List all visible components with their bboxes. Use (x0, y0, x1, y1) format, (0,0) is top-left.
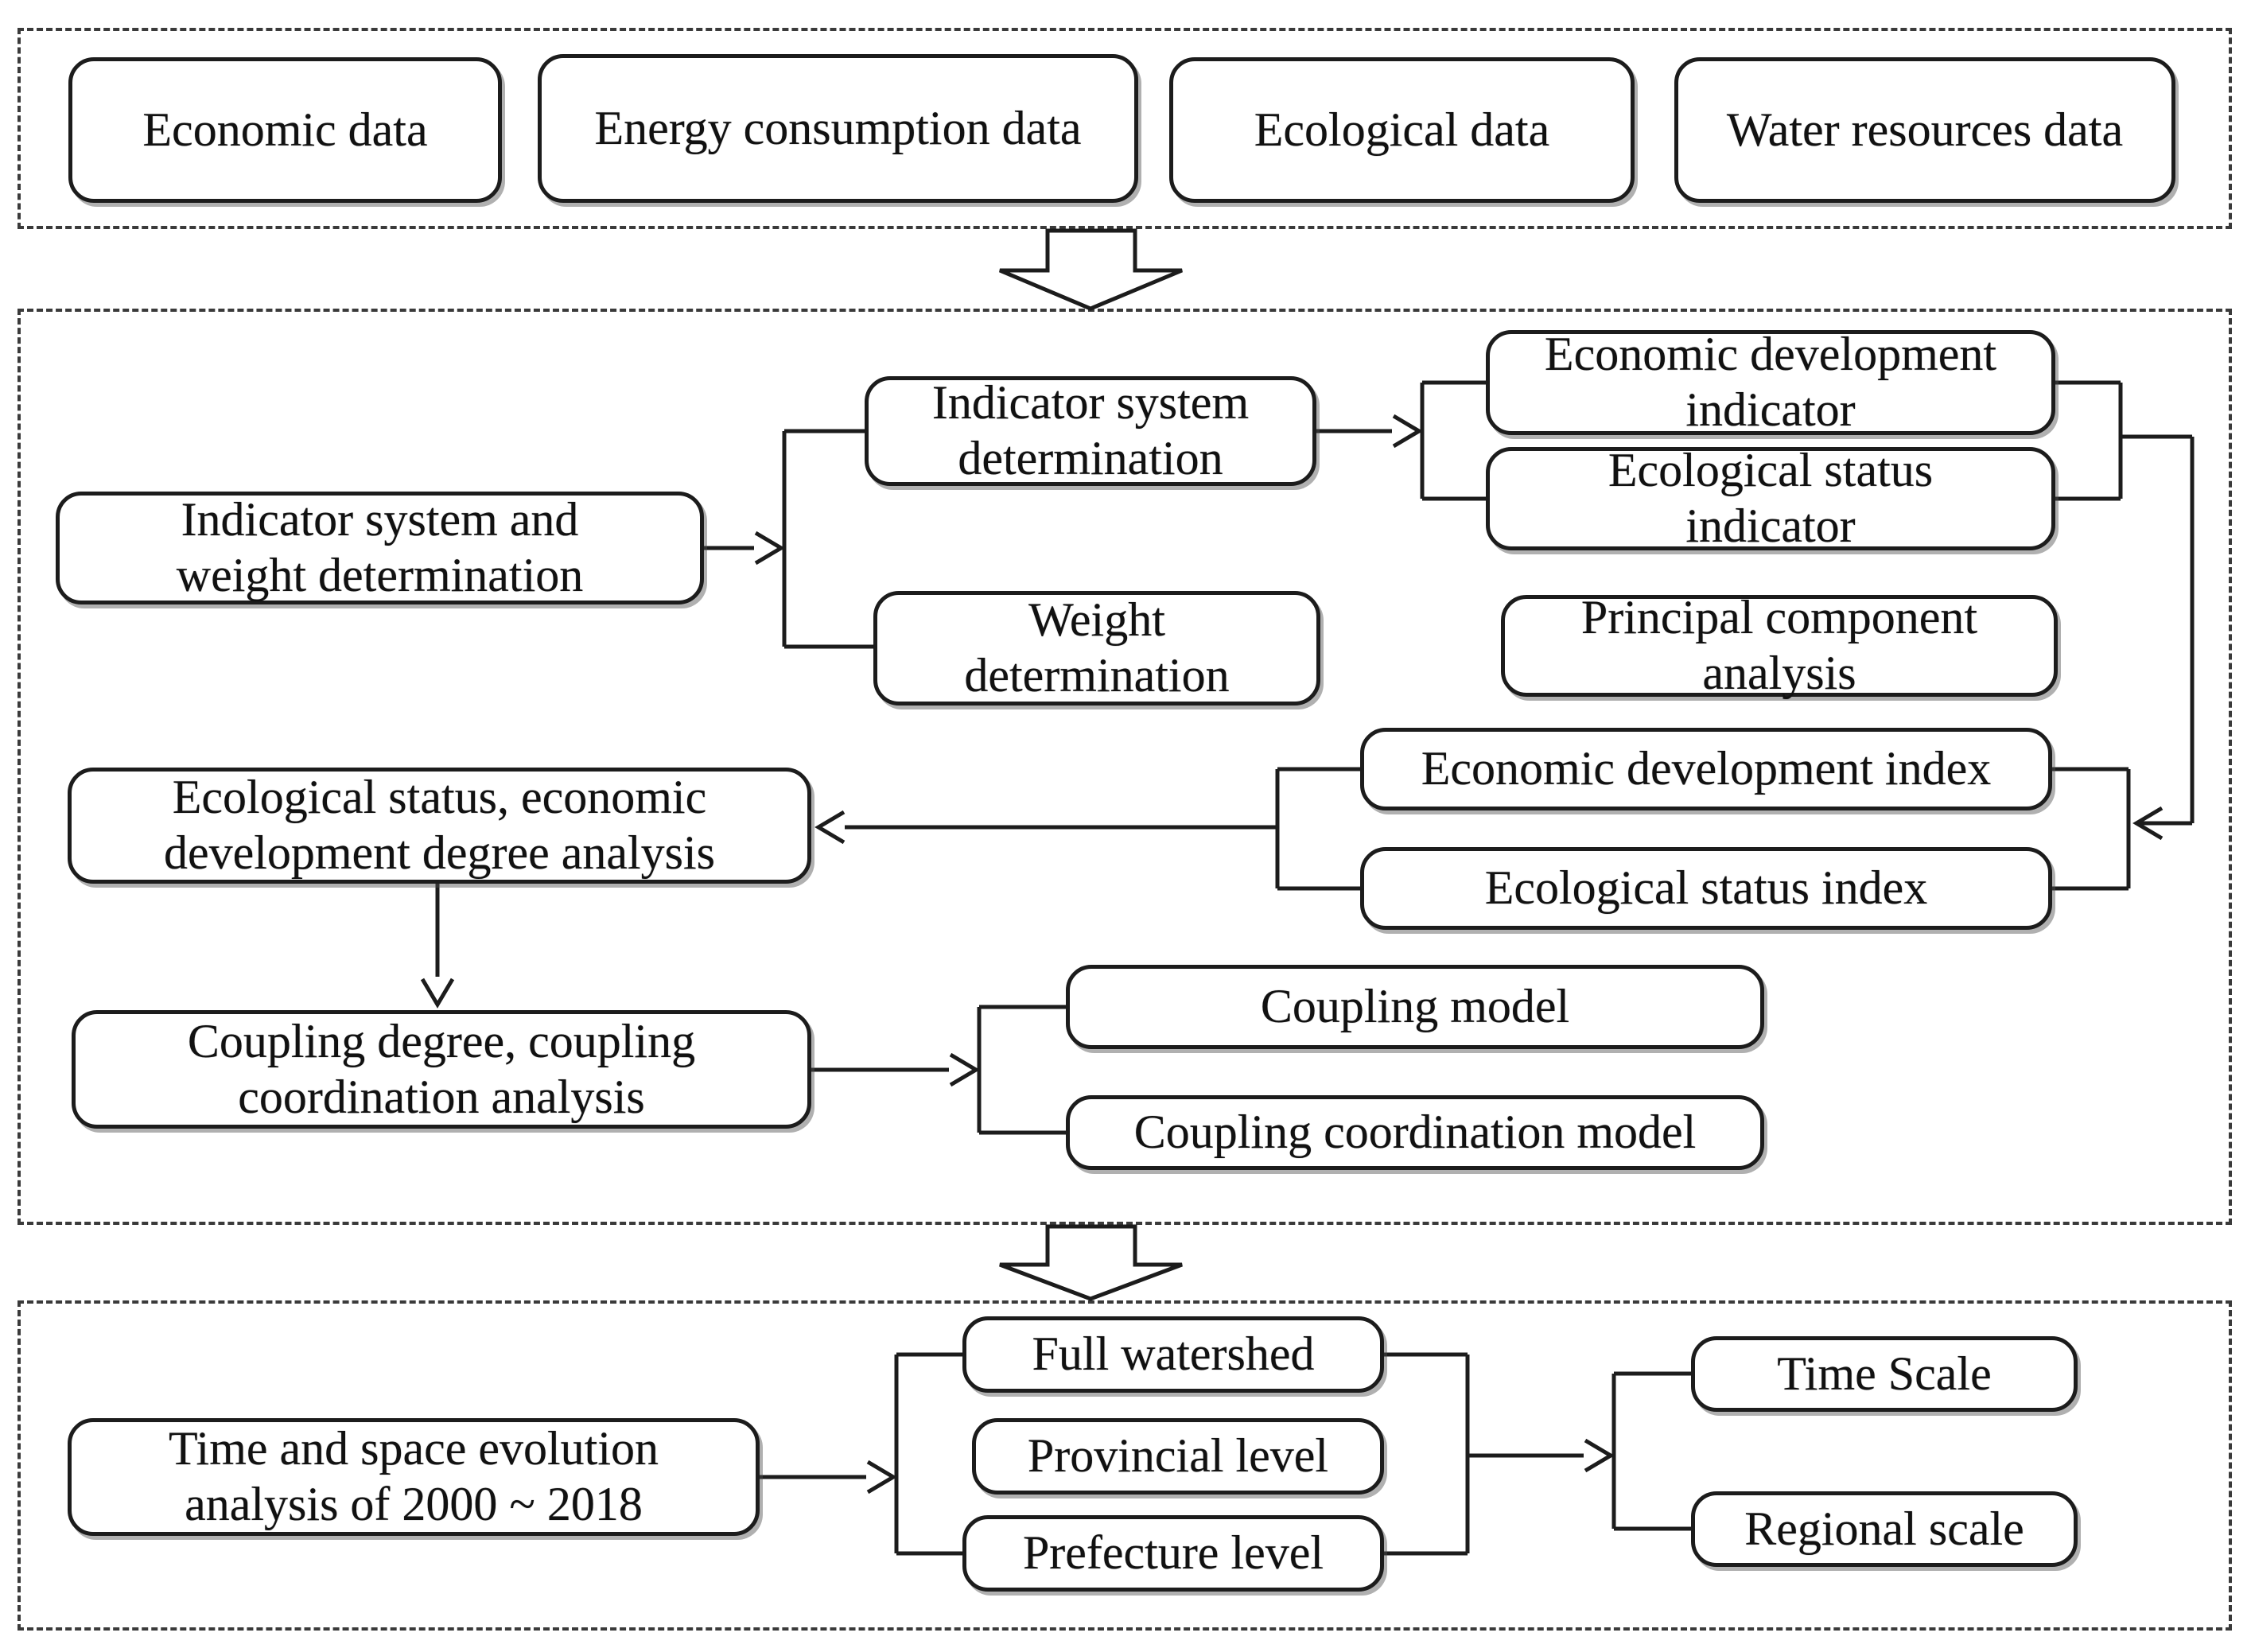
box-coupling-analysis: Coupling degree, coupling coordination a… (72, 1010, 811, 1129)
box-economic-development-index: Economic development index (1360, 728, 2052, 810)
box-ecological-data: Ecological data (1169, 57, 1635, 203)
box-weight-determination: Weight determination (873, 591, 1320, 706)
box-coupling-coordination-model: Coupling coordination model (1066, 1095, 1764, 1170)
box-energy-consumption-data: Energy consumption data (538, 54, 1138, 203)
box-indicator-system-determination: Indicator system determination (865, 376, 1316, 486)
box-economic-development-indicator: Economic development indicator (1486, 328, 2055, 436)
box-prefecture-level: Prefecture level (962, 1515, 1384, 1592)
connector-indexes-to-degree-analysis (814, 767, 1360, 891)
connector-indicator-system-fanout (1316, 380, 1486, 501)
frame-methodology (17, 309, 2232, 1225)
connector-indicators-to-indexes (2055, 380, 2195, 841)
connector-degree-to-coupling (420, 884, 455, 1009)
box-provincial-level: Provincial level (972, 1418, 1384, 1495)
box-degree-analysis: Ecological status, economic development … (68, 768, 811, 884)
box-ecological-status-indicator: Ecological status indicator (1486, 444, 2055, 552)
box-time-space-evolution: Time and space evolution analysis of 200… (68, 1418, 760, 1536)
connector-timespace-fanout (760, 1352, 962, 1556)
connector-levels-to-scales (1384, 1352, 1691, 1556)
down-block-arrow-top (999, 228, 1183, 311)
box-ecological-status-index: Ecological status index (1360, 847, 2052, 930)
connector-indicator-weight-branch (704, 429, 873, 649)
box-coupling-model: Coupling model (1066, 965, 1764, 1049)
box-full-watershed: Full watershed (962, 1316, 1384, 1393)
box-indicator-system-weight: Indicator system and weight determinatio… (56, 492, 704, 604)
box-principal-component-analysis: Principal component analysis (1501, 591, 2058, 699)
box-economic-data: Economic data (68, 57, 502, 203)
down-block-arrow-bottom (999, 1224, 1183, 1301)
frame-evolution (17, 1300, 2232, 1631)
box-time-scale: Time Scale (1691, 1336, 2078, 1412)
box-water-resources-data: Water resources data (1674, 57, 2175, 203)
connector-coupling-fanout (811, 1005, 1066, 1135)
box-regional-scale: Regional scale (1691, 1491, 2078, 1567)
connector-index-right-bracket (2052, 767, 2131, 891)
frame-data-sources (17, 28, 2232, 229)
